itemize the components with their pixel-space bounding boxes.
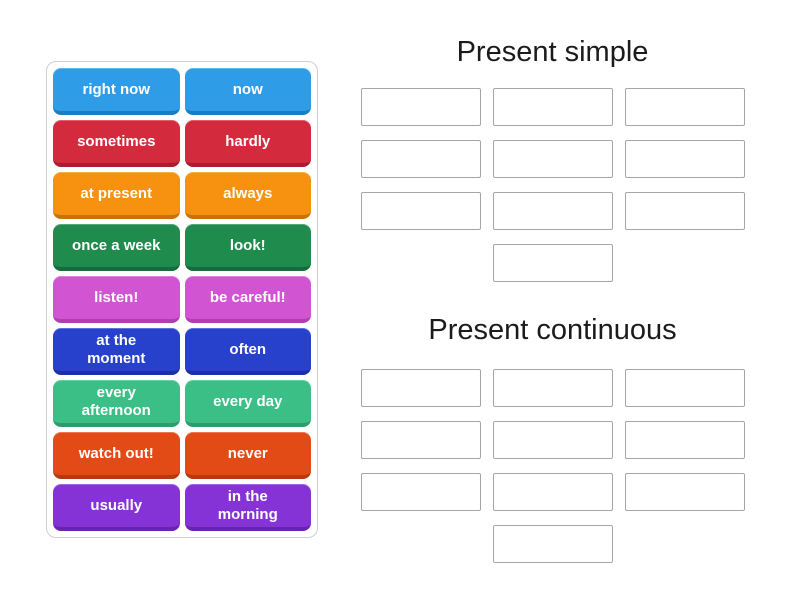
word-tile[interactable]: once a week — [53, 224, 180, 271]
word-tile[interactable]: now — [184, 68, 311, 115]
drop-slot[interactable] — [624, 421, 745, 459]
drop-slot[interactable] — [360, 140, 481, 178]
group-title-present-simple: Present simple — [456, 36, 649, 68]
word-tile[interactable]: at present — [53, 172, 180, 219]
drop-slot[interactable] — [360, 192, 481, 230]
word-tile[interactable]: be careful! — [184, 276, 311, 323]
word-tile[interactable]: listen! — [53, 276, 180, 323]
drop-slot[interactable] — [624, 88, 745, 126]
group-title-present-continuous: Present continuous — [428, 314, 677, 346]
drop-slot[interactable] — [360, 88, 481, 126]
drop-slot[interactable] — [360, 473, 481, 511]
drop-slot[interactable] — [360, 369, 481, 407]
word-tile[interactable]: never — [184, 432, 311, 479]
drop-slot[interactable] — [624, 140, 745, 178]
word-tile[interactable]: watch out! — [53, 432, 180, 479]
word-tile[interactable]: look! — [184, 224, 311, 271]
drop-slot[interactable] — [492, 140, 613, 178]
word-tile[interactable]: right now — [53, 68, 180, 115]
word-tile[interactable]: at the moment — [53, 328, 180, 375]
group-slots — [360, 369, 745, 563]
drop-slot[interactable] — [492, 192, 613, 230]
drop-slot[interactable] — [624, 192, 745, 230]
word-tile[interactable]: every day — [184, 380, 311, 427]
word-tile[interactable]: sometimes — [53, 120, 180, 167]
word-tile[interactable]: always — [184, 172, 311, 219]
drop-slot[interactable] — [492, 88, 613, 126]
drop-slot[interactable] — [492, 369, 613, 407]
drop-slot[interactable] — [492, 525, 613, 563]
drop-slot[interactable] — [624, 473, 745, 511]
drop-slot[interactable] — [492, 421, 613, 459]
drop-slot[interactable] — [492, 473, 613, 511]
word-tile[interactable]: hardly — [184, 120, 311, 167]
drop-slot[interactable] — [360, 421, 481, 459]
word-tile[interactable]: in the morning — [184, 484, 311, 531]
word-tile[interactable]: usually — [53, 484, 180, 531]
group-slots — [360, 88, 745, 282]
word-tile[interactable]: often — [184, 328, 311, 375]
drop-slot[interactable] — [492, 244, 613, 282]
drop-slot[interactable] — [624, 369, 745, 407]
word-tile[interactable]: every afternoon — [53, 380, 180, 427]
